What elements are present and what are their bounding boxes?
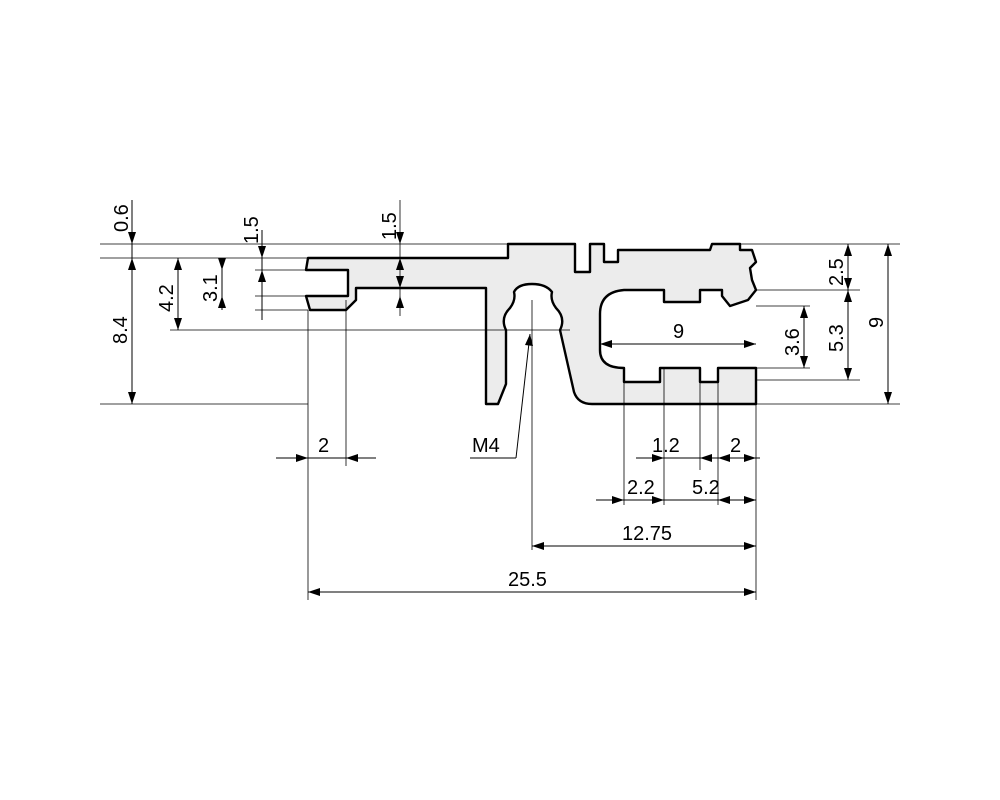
dim-right-slot-center: 5.3 [826, 324, 848, 352]
dim-pitch-b: 5.2 [692, 477, 720, 499]
dim-right-slot-height: 3.6 [782, 328, 804, 356]
dim-left-slot-lip: 1.5 [241, 216, 263, 244]
dim-half-width: 12.75 [622, 523, 672, 545]
dim-pitch-a: 2.2 [627, 477, 655, 499]
dim-overall-width: 25.5 [508, 569, 547, 591]
dim-end-width: 2 [730, 435, 741, 457]
extrusion-profile [304, 242, 758, 406]
dim-right-groove-depth: 2.5 [826, 258, 848, 286]
dim-overall-right-height: 9 [866, 317, 888, 328]
dim-left-slot-center: 4.2 [156, 284, 178, 312]
thread-callout: M4 [472, 435, 500, 457]
dim-top-step: 0.6 [111, 204, 133, 232]
dim-overall-left-height: 8.4 [110, 316, 132, 344]
dim-center-lip: 1.5 [379, 212, 401, 240]
dim-left-slot-width: 3.1 [200, 274, 222, 302]
dim-left-lip-width: 2 [318, 435, 329, 457]
dim-rib-width: 1.2 [652, 435, 680, 457]
dim-inner-slot-length: 9 [673, 321, 684, 343]
